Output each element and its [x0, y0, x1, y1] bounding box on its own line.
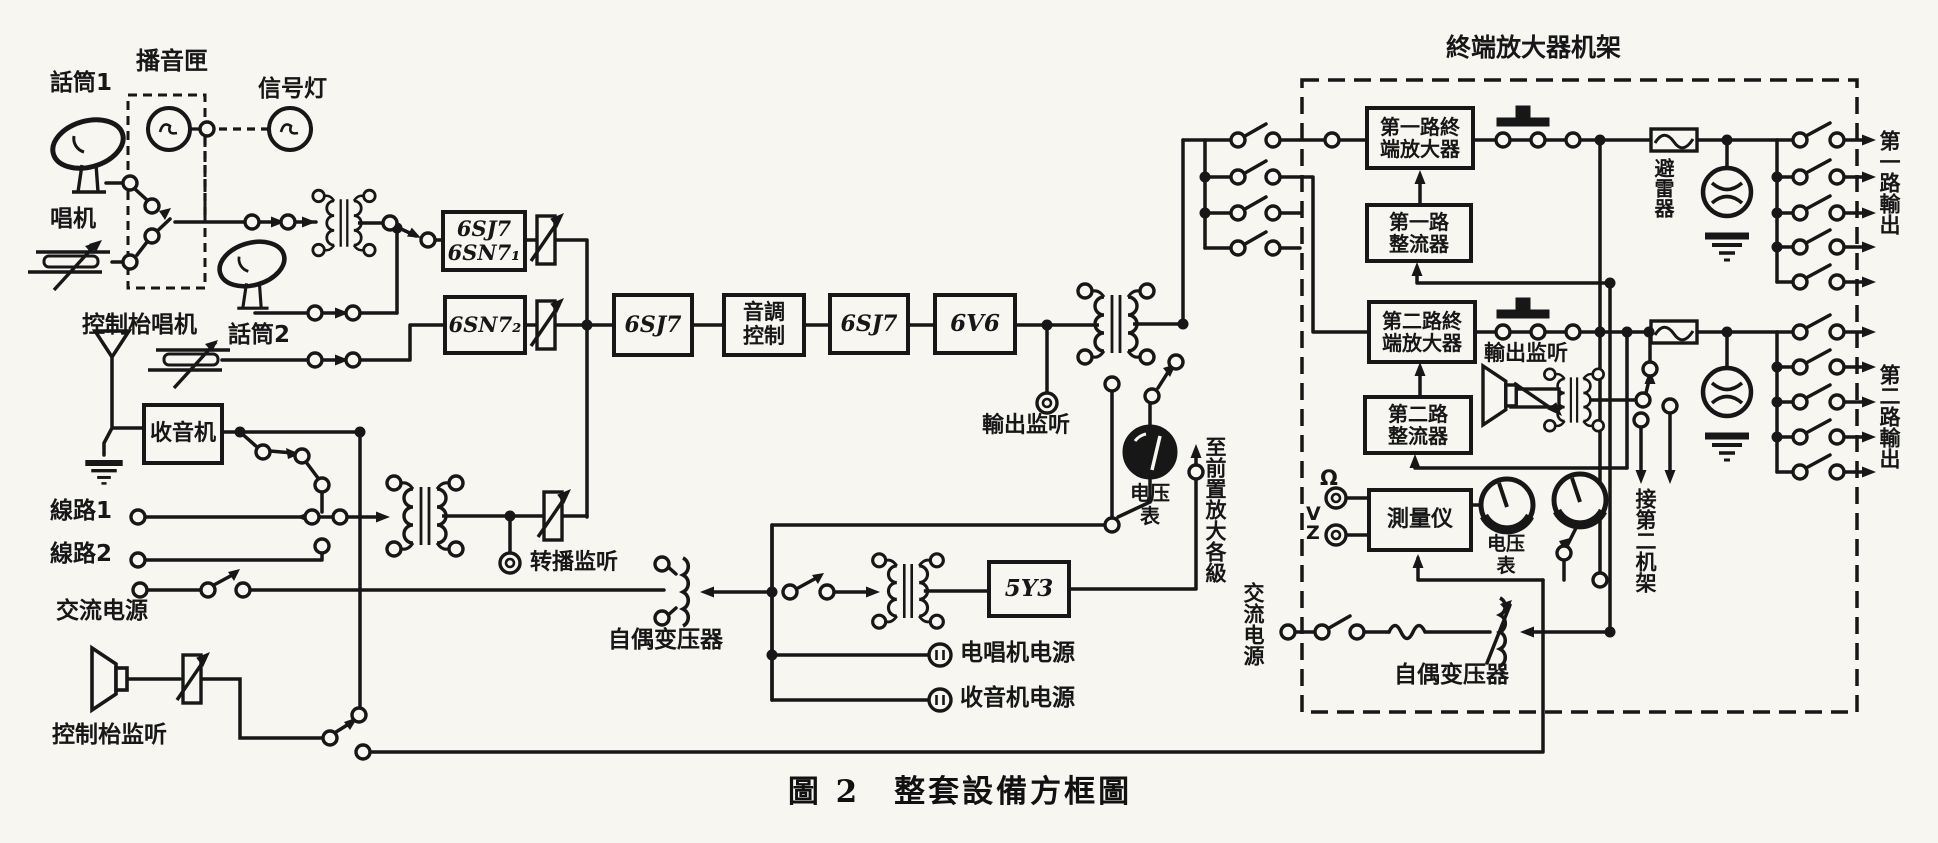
output-bank1	[1775, 121, 1866, 284]
voltmeter-label: 电压 表	[1130, 481, 1170, 528]
output-monitor-label: 輸出监听	[982, 413, 1071, 438]
rack-dashed-border	[1300, 78, 1859, 714]
rack-rect1-box: 第一路 整流器	[1365, 203, 1473, 263]
rack-monitor-pot	[1509, 381, 1563, 417]
rack-rect2-box: 第二路 整流器	[1363, 395, 1473, 455]
rack-meter2-icon	[1554, 474, 1606, 526]
output-monitor-jack	[1035, 391, 1059, 415]
figure-caption: 圖 2 整套設備方框圖	[787, 774, 1133, 810]
phono-power-label: 电唱机电源	[960, 640, 1075, 666]
volt-label: V	[1306, 503, 1321, 525]
radio-power-jack	[927, 687, 953, 713]
tube-box-preamp1: 6SJ7 6SN7₁	[441, 210, 527, 272]
tube-box-driver: 6SJ7	[828, 293, 910, 355]
boombox-label: 播音匣	[136, 47, 208, 75]
omega-label: Ω	[1320, 466, 1338, 490]
line1-label: 線路1	[50, 498, 113, 524]
rack-amp2-box: 第二路終 端放大器	[1367, 300, 1477, 364]
pushbutton2-icon	[1496, 297, 1550, 319]
dashed-layer	[126, 78, 1859, 714]
microphone2-icon	[214, 235, 289, 309]
to-second-rack-label: 接第二机架	[1633, 488, 1658, 593]
rack-meter1-icon	[1481, 479, 1533, 531]
rack-voltmeter-label: 电压 表	[1486, 533, 1525, 577]
radio-ground-icon	[85, 463, 122, 483]
mic1-label: 話筒1	[50, 70, 113, 96]
signal-lamp-label: 信号灯	[258, 76, 327, 102]
mic2-label: 話筒2	[228, 322, 291, 348]
radio-box: 收音机	[142, 403, 224, 465]
fuse1-icon	[1649, 127, 1699, 153]
phono-power-jack	[927, 642, 953, 668]
output-bank2	[1775, 313, 1866, 474]
arrester2-icon	[1703, 368, 1751, 416]
relay-monitor-jack	[498, 551, 522, 575]
voltmeter-icon	[1121, 423, 1179, 481]
tube-box-power: 6V6	[933, 293, 1017, 355]
output1-label: 第一路輸出	[1877, 130, 1902, 235]
phonograph-label: 唱机	[50, 206, 96, 232]
to-preamp-label: 至前置放大各級	[1203, 436, 1228, 583]
tone-control-box: 音調 控制	[722, 293, 806, 357]
fuse2-icon	[1649, 319, 1699, 345]
relay-monitor-label: 转播监听	[530, 550, 619, 575]
rack-amp1-box: 第一路終 端放大器	[1365, 106, 1475, 170]
z-label: Z	[1306, 522, 1320, 544]
arrester1-ground-icon	[1705, 236, 1749, 260]
ac-power-left-label: 交流电源	[56, 598, 148, 624]
arrester-label: 避雷器	[1651, 158, 1675, 218]
arrester2-ground-icon	[1705, 436, 1749, 460]
output-switch-banks	[1775, 121, 1866, 474]
meter-jack-omega	[1324, 486, 1348, 510]
phonograph-icon	[26, 240, 112, 292]
meter-instrument-box: 測量仪	[1367, 488, 1473, 552]
meter-jack-vz	[1324, 523, 1348, 547]
autotransformer-left-label: 自偶变压器	[608, 627, 723, 653]
symbols-layer	[26, 105, 1751, 713]
tube-box-voltage-amp: 6SJ7	[612, 293, 694, 357]
boombox-dashed-box	[126, 93, 207, 290]
arrester1-icon	[1703, 168, 1751, 216]
radio-power-label: 收音机电源	[960, 685, 1075, 711]
tube-box-preamp2: 6SN7₂	[443, 295, 527, 355]
microphone1-icon	[47, 112, 129, 192]
console-phonograph-label: 控制枱唱机	[82, 312, 197, 338]
console-monitor-label: 控制枱监听	[52, 722, 167, 748]
rack-autotransformer-label: 自偶变压器	[1394, 662, 1509, 688]
rack-speaker-icon	[1481, 364, 1518, 427]
rack-ac-power-label: 交流电源	[1241, 582, 1266, 666]
rack-output-monitor-label: 輸出监听	[1484, 341, 1568, 365]
console-phonograph-icon	[146, 338, 232, 390]
rack-title: 終端放大器机架	[1446, 33, 1622, 62]
tube-box-rectifier: 5Y3	[987, 560, 1071, 618]
arrowheads-layer	[89, 134, 1876, 730]
line2-label: 線路2	[50, 541, 113, 567]
pushbutton1-icon	[1496, 105, 1550, 127]
output2-label: 第二路輸出	[1877, 364, 1902, 469]
console-speaker-icon	[90, 646, 129, 712]
autotransformer-left-coil	[681, 556, 691, 628]
